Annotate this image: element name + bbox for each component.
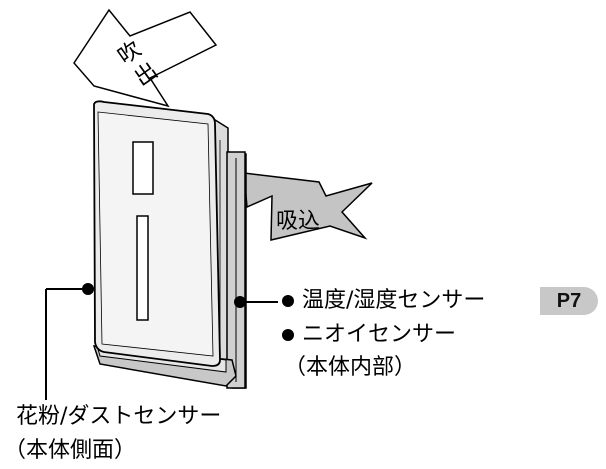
temp-bullet	[282, 295, 294, 307]
outlet-arrow: 吹 出	[73, 8, 218, 108]
pollen-dust-sensor-location: （本体側面）	[4, 438, 137, 463]
pollen-dust-sensor-label: 花粉/ダストセンサー	[16, 404, 222, 429]
page-ref-badge[interactable]: P7	[540, 287, 598, 315]
odor-bullet	[282, 329, 294, 341]
inlet-arrow: 吸込	[243, 172, 373, 241]
pollen-sensor-leader	[45, 283, 94, 400]
temp-sensor-dot	[234, 296, 246, 308]
pollen-sensor-dot	[82, 283, 94, 295]
temp-sensor-leader	[234, 295, 294, 341]
air-purifier-unit	[92, 100, 247, 389]
odor-sensor-location: （本体内部）	[284, 355, 417, 380]
inlet-label: 吸込	[276, 209, 320, 234]
odor-sensor-label: ニオイセンサー	[302, 322, 457, 347]
temp-humidity-sensor-label: 温度/湿度センサー	[302, 288, 486, 313]
